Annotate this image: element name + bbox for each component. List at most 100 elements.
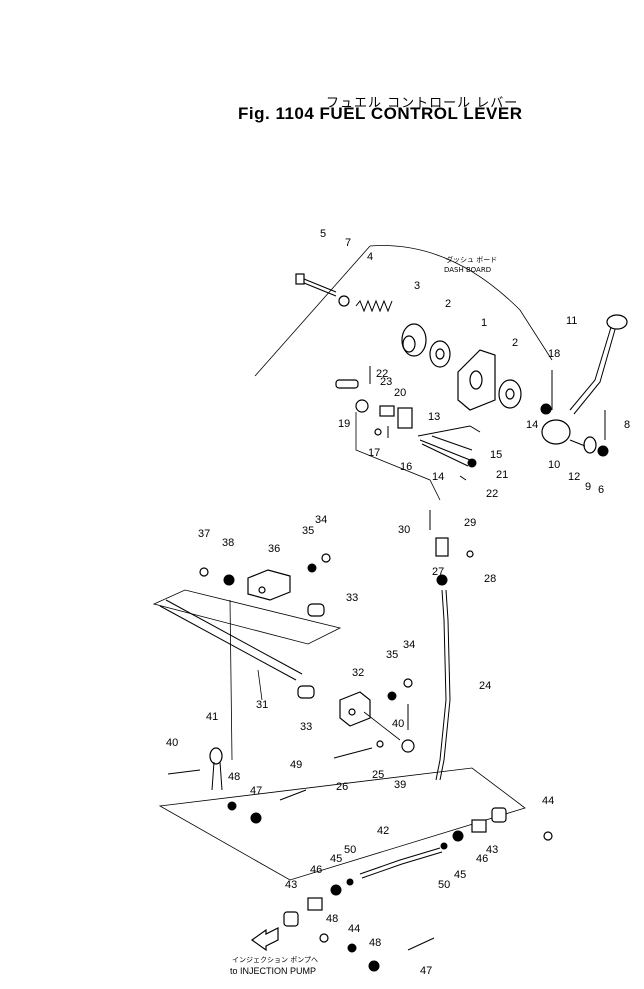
dashboard-panel xyxy=(254,245,553,377)
pump-label-jp: インジェクション ポンプへ xyxy=(232,956,318,964)
part-callout-49: 49 xyxy=(290,759,302,771)
spring-4 xyxy=(355,299,393,313)
part-callout-32: 32 xyxy=(352,667,364,679)
part-callout-45: 45 xyxy=(330,853,342,865)
part-callout-10: 10 xyxy=(548,459,560,471)
bolt-34-lower xyxy=(403,678,413,688)
washer-9 xyxy=(583,436,597,454)
linkage-plane-lower xyxy=(158,767,526,881)
lever-39 xyxy=(401,739,415,753)
dashboard-label: DASH BOARD xyxy=(444,266,491,274)
part-callout-7: 7 xyxy=(345,237,351,249)
part-callout-33: 33 xyxy=(346,592,358,604)
part-callout-23: 23 xyxy=(380,376,392,388)
figure-title-japanese: フュエル コントロール レバー xyxy=(326,96,519,111)
part-callout-40: 40 xyxy=(392,718,404,730)
ball-joint-44-left xyxy=(319,933,329,943)
bolt-5 xyxy=(295,273,337,297)
part-callout-44: 44 xyxy=(348,923,360,935)
bushing-33-upper xyxy=(307,603,325,617)
part-callout-37: 37 xyxy=(198,528,210,540)
ball-joint-44-right xyxy=(543,831,553,841)
nut-48-bottom xyxy=(347,943,357,953)
bolt-34-upper xyxy=(321,553,331,563)
pin-40-left xyxy=(167,769,201,775)
shaft-plane-upper xyxy=(152,589,342,645)
nut-28 xyxy=(436,574,448,586)
cross-shaft-31 xyxy=(159,599,303,681)
part-callout-24: 24 xyxy=(479,680,491,692)
part-callout-41: 41 xyxy=(206,711,218,723)
part-callout-50: 50 xyxy=(344,844,356,856)
washer-7 xyxy=(338,295,350,307)
link-lever xyxy=(419,439,471,467)
link-39 xyxy=(363,711,401,741)
joint-27 xyxy=(435,537,449,557)
bracket-1 xyxy=(457,349,496,411)
part-callout-43: 43 xyxy=(486,844,498,856)
part-callout-44: 44 xyxy=(542,795,554,807)
part-callout-50: 50 xyxy=(438,879,450,891)
adjuster-46-left xyxy=(307,897,323,911)
part-callout-18: 18 xyxy=(548,348,560,360)
part-callout-14: 14 xyxy=(526,419,538,431)
rod-end-43-left xyxy=(283,911,299,927)
part-callout-17: 17 xyxy=(368,447,380,459)
part-callout-29: 29 xyxy=(464,517,476,529)
part-callout-46: 46 xyxy=(476,853,488,865)
part-callout-14: 14 xyxy=(432,471,444,483)
arrow-to-pump-icon xyxy=(250,927,279,952)
part-callout-15: 15 xyxy=(490,449,502,461)
nut-14-upper xyxy=(540,403,552,415)
part-callout-4: 4 xyxy=(367,251,373,263)
part-callout-12: 12 xyxy=(568,471,580,483)
part-callout-22: 22 xyxy=(486,488,498,500)
part-callout-25: 25 xyxy=(372,769,384,781)
part-callout-48: 48 xyxy=(369,937,381,949)
knob-11 xyxy=(606,314,628,330)
part-callout-8: 8 xyxy=(624,419,630,431)
nut-35-lower xyxy=(387,691,397,701)
rod-end-23 xyxy=(355,399,369,413)
part-callout-40: 40 xyxy=(166,737,178,749)
part-callout-21: 21 xyxy=(496,469,508,481)
part-callout-36: 36 xyxy=(268,543,280,555)
figure-title: Fig. 1104 FUEL CONTROL LEVER xyxy=(238,104,523,123)
part-callout-30: 30 xyxy=(398,524,410,536)
nut-45-right xyxy=(452,830,464,842)
nut-8 xyxy=(597,445,609,457)
part-callout-34: 34 xyxy=(315,514,327,526)
nut-50-left xyxy=(346,878,354,886)
part-callout-19: 19 xyxy=(338,418,350,430)
part-callout-5: 5 xyxy=(320,228,326,240)
part-callout-48: 48 xyxy=(326,913,338,925)
part-callout-43: 43 xyxy=(285,879,297,891)
pump-label: to INJECTION PUMP xyxy=(230,966,316,976)
pin-26 xyxy=(333,747,373,759)
lever-41 xyxy=(209,747,223,791)
cam-3 xyxy=(401,323,427,357)
pin-29 xyxy=(466,550,474,558)
part-callout-2: 2 xyxy=(445,298,451,310)
fuel-lever-10 xyxy=(541,323,617,445)
part-callout-34: 34 xyxy=(403,639,415,651)
nut-50-right xyxy=(440,842,448,850)
part-callout-11: 11 xyxy=(566,315,577,327)
part-callout-1: 1 xyxy=(481,317,487,329)
clevis-16 xyxy=(397,407,413,429)
pin-12 xyxy=(569,439,586,447)
part-callout-9: 9 xyxy=(585,481,591,493)
part-callout-38: 38 xyxy=(222,537,234,549)
nut-14-lower xyxy=(467,458,477,468)
bracket-32 xyxy=(339,691,371,727)
washer-2-lower xyxy=(498,379,522,409)
part-callout-33: 33 xyxy=(300,721,312,733)
part-callout-27: 27 xyxy=(432,566,444,578)
nut-45-left xyxy=(330,884,342,896)
rod-15 xyxy=(431,435,473,451)
nut-47-left xyxy=(250,812,262,824)
nut-47-bottom xyxy=(368,960,380,972)
leader-31 xyxy=(257,669,263,701)
